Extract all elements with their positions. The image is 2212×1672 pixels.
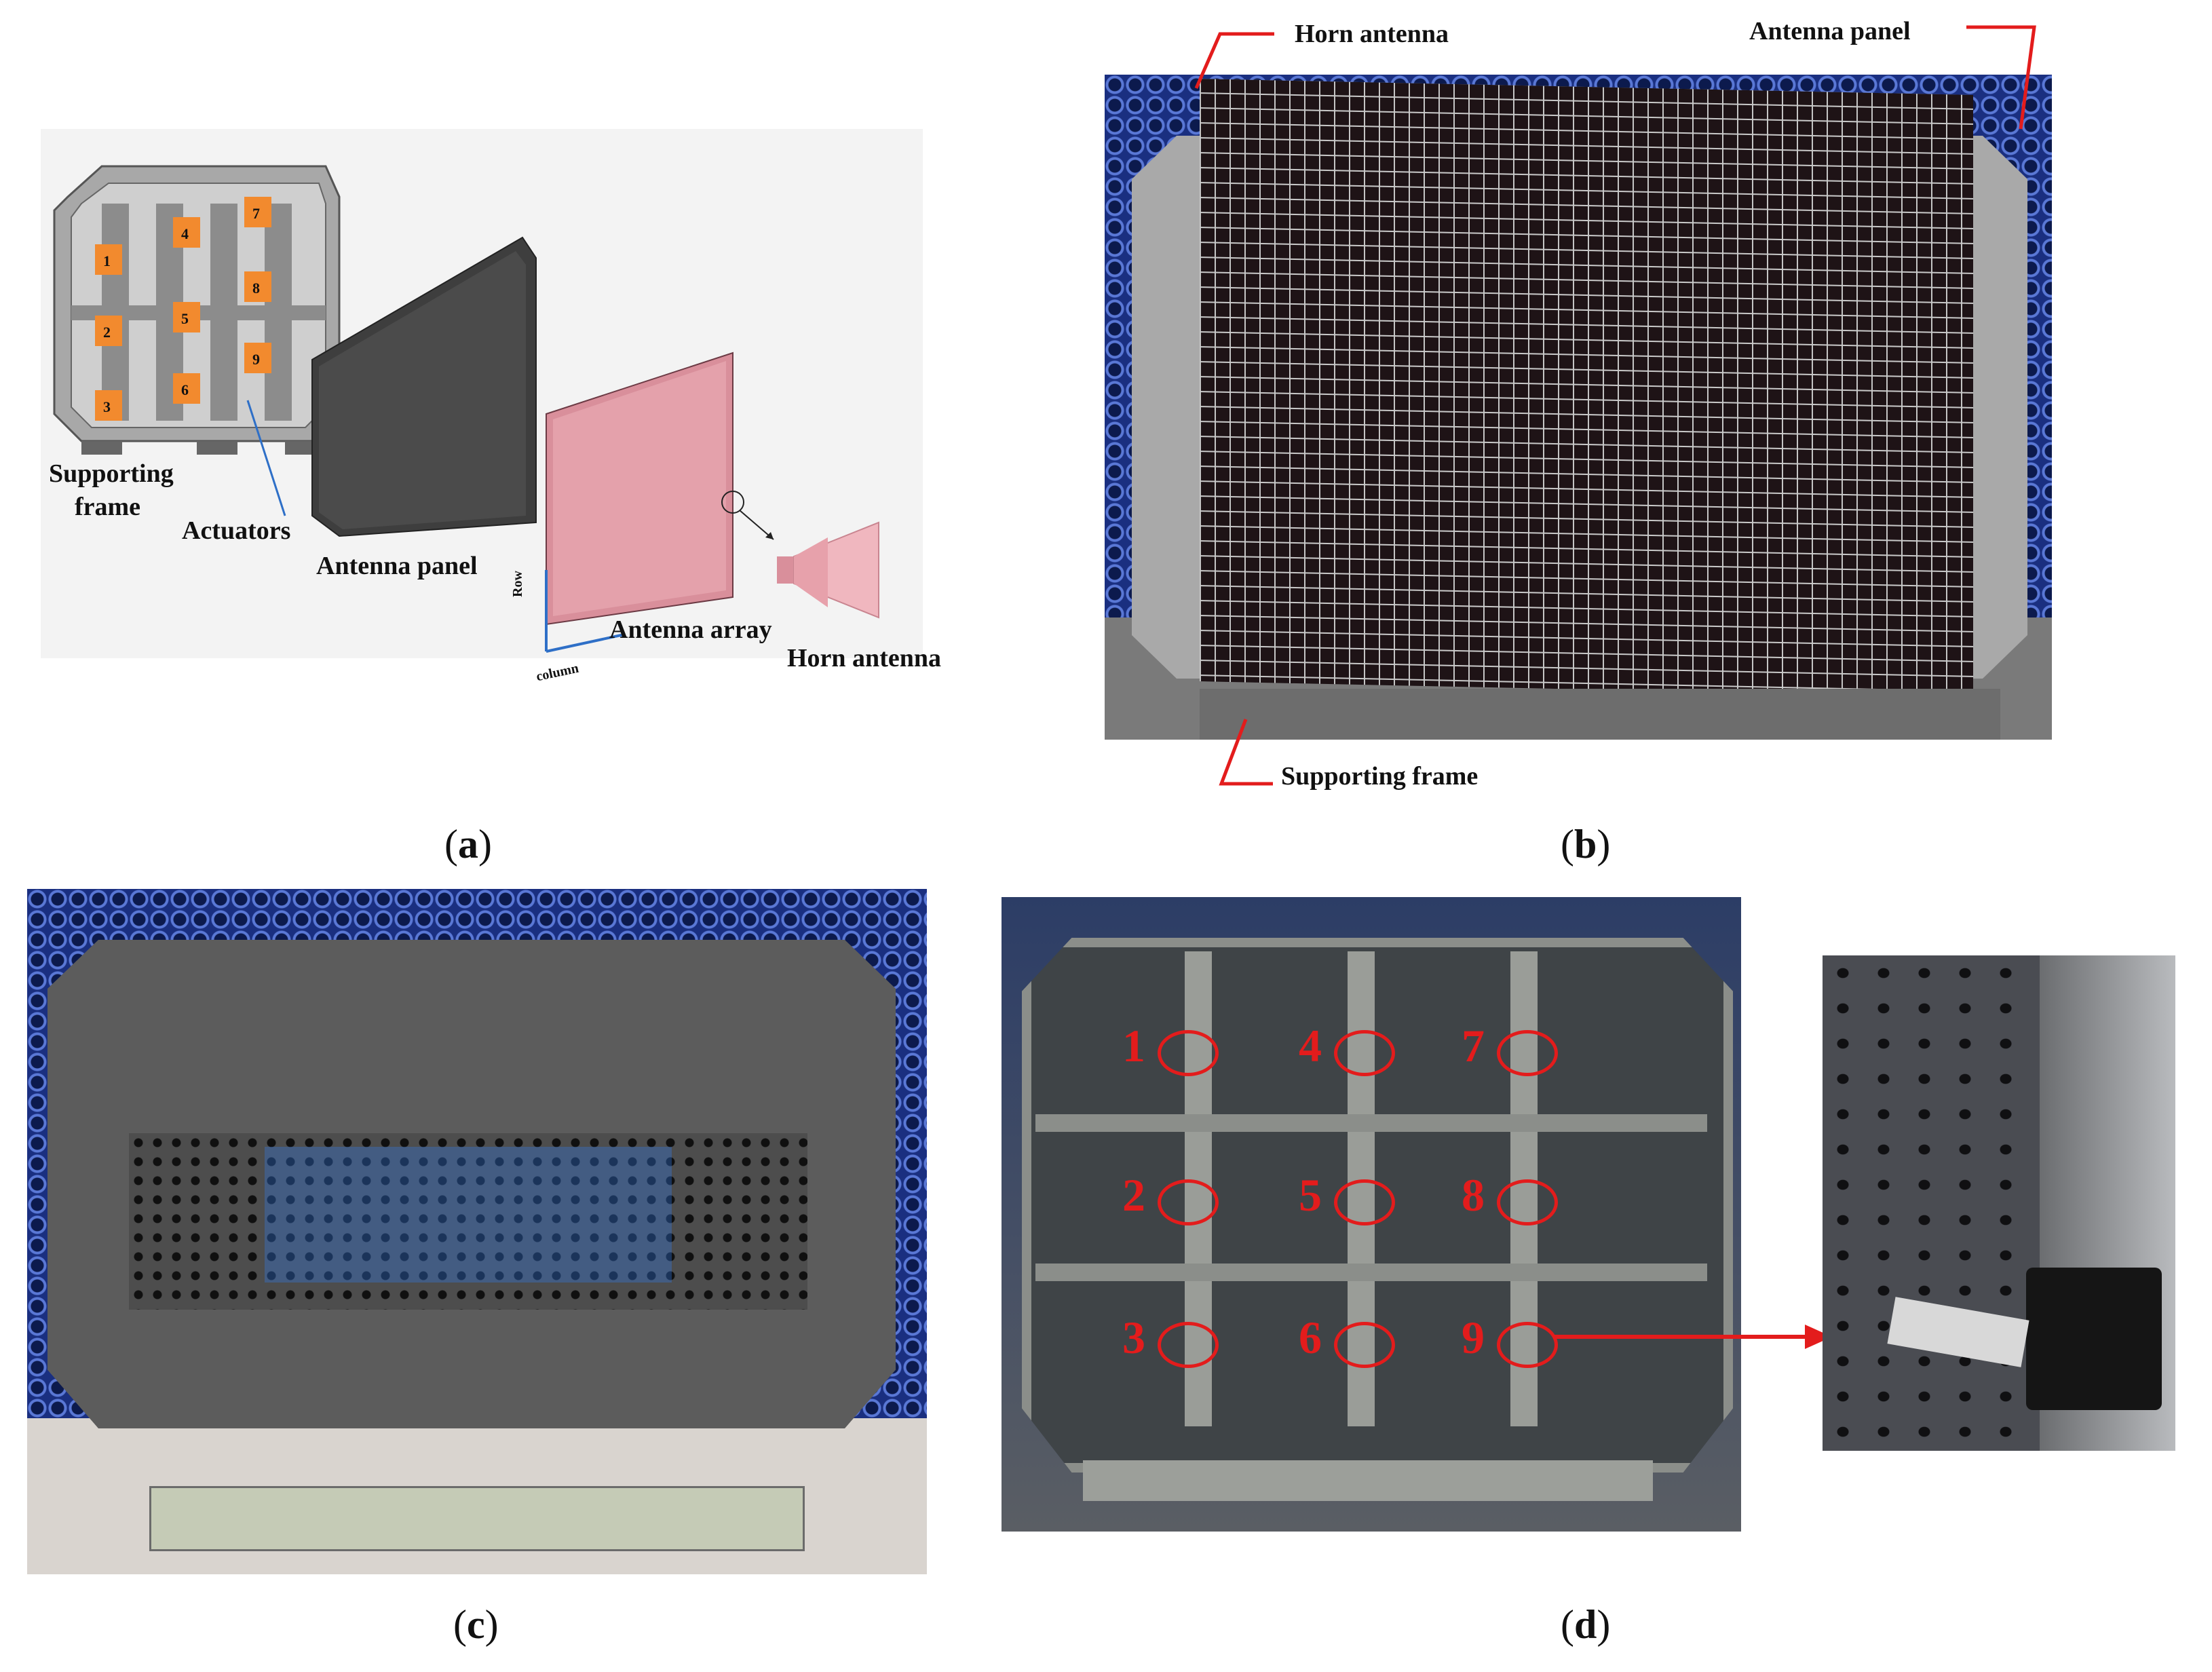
frame-actuator-number: 2 <box>1122 1169 1145 1221</box>
frame-actuator-number: 6 <box>1299 1312 1322 1363</box>
actuator-number: 1 <box>103 252 111 269</box>
frame-actuator-number: 7 <box>1462 1020 1485 1071</box>
panel-letter-b: (b) <box>1561 822 1611 867</box>
panel-b-photo <box>1105 75 2052 740</box>
frame-actuator-number: 3 <box>1122 1312 1145 1363</box>
actuator-ellipse <box>1158 1179 1219 1226</box>
label-supporting-frame-line2: frame <box>75 493 141 521</box>
actuator-number: 6 <box>181 381 189 398</box>
actuator-number: 2 <box>103 324 111 341</box>
frame-actuator-number: 1 <box>1122 1020 1145 1071</box>
actuator-ellipse <box>1158 1322 1219 1368</box>
supporting-frame-strip <box>1200 689 2000 740</box>
horn-antenna-drawing <box>777 521 879 619</box>
actuator-closeup-photo <box>1823 955 2175 1451</box>
panel-d-photo: 1 2 3 4 5 6 7 8 9 <box>1002 897 1741 1532</box>
panel-a-schematic <box>41 129 923 658</box>
label-supporting-frame-b: Supporting frame <box>1281 762 1479 791</box>
base-cart <box>149 1486 805 1551</box>
label-horn-antenna-a: Horn antenna <box>787 644 941 672</box>
actuator-ellipse <box>1497 1322 1558 1368</box>
actuator-number: 7 <box>252 205 260 222</box>
label-actuators: Actuators <box>182 516 291 545</box>
label-antenna-panel-b: Antenna panel <box>1749 17 1911 45</box>
actuator-number: 5 <box>181 310 189 327</box>
axis-label-row: Row <box>510 571 525 597</box>
actuator-ellipse <box>1334 1179 1395 1226</box>
actuator-ellipse <box>1497 1030 1558 1076</box>
blue-light-area <box>265 1147 672 1282</box>
frame-actuator-number: 4 <box>1299 1020 1322 1071</box>
frame-actuator-number: 8 <box>1462 1169 1485 1221</box>
actuator-body <box>2026 1268 2162 1410</box>
antenna-panel-drawing <box>311 236 537 537</box>
actuator-number: 4 <box>181 225 189 242</box>
actuator-ellipse <box>1497 1179 1558 1226</box>
zoom-arrow <box>1554 1325 1832 1349</box>
panel-letter-a: (a) <box>444 822 492 867</box>
holes-grid <box>129 1133 807 1310</box>
frame-actuator-number: 5 <box>1299 1169 1322 1221</box>
actuator-numbers-a: 1 2 3 4 5 6 7 8 9 <box>41 129 339 468</box>
axis-label-column: column <box>535 660 580 685</box>
frame-actuator-number: 9 <box>1462 1312 1485 1363</box>
actuator-number: 8 <box>252 280 260 297</box>
label-horn-antenna-b: Horn antenna <box>1295 20 1449 48</box>
panel-a-drawing <box>53 165 879 653</box>
panel-c-photo <box>27 889 927 1574</box>
antenna-array-drawing <box>546 352 733 626</box>
panel-letter-d: (d) <box>1561 1602 1611 1647</box>
panel-b-callout-lines <box>1194 25 2036 786</box>
label-supporting-frame-line1: Supporting <box>49 459 174 488</box>
label-antenna-array: Antenna array <box>609 615 772 644</box>
panel-letter-c: (c) <box>453 1602 499 1647</box>
actuator-number: 9 <box>252 351 260 368</box>
actuator-number: 3 <box>103 398 111 415</box>
actuator-ellipse <box>1334 1322 1395 1368</box>
actuator-markers <box>95 197 271 421</box>
actuator-ellipse <box>1334 1030 1395 1076</box>
label-antenna-panel-a: Antenna panel <box>316 552 478 580</box>
actuator-ellipse <box>1158 1030 1219 1076</box>
